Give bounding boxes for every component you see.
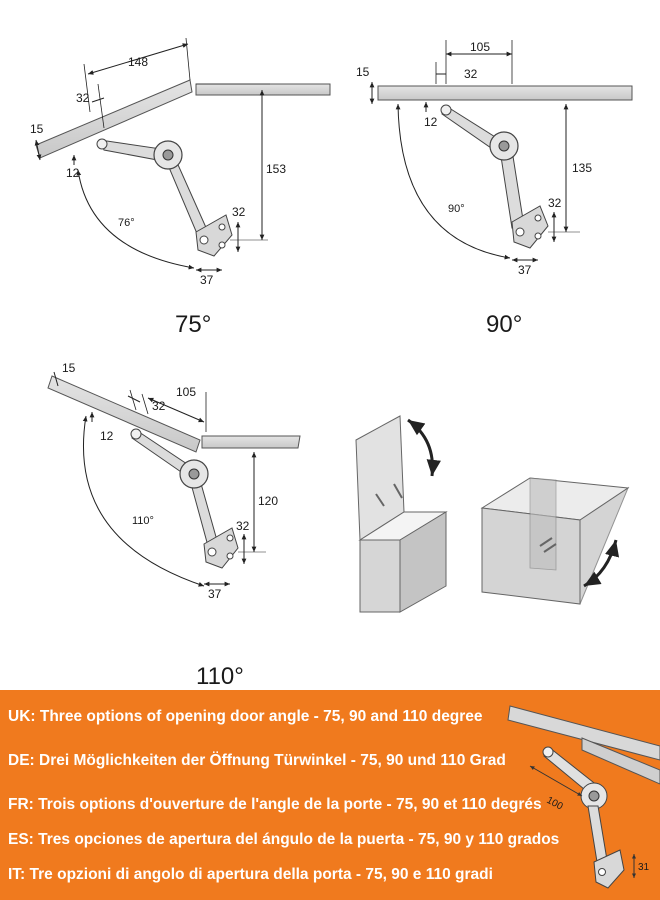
dim-37: 37 — [518, 263, 532, 277]
dim-148: 148 — [128, 55, 148, 69]
caption-110: 110° — [196, 663, 244, 690]
hinge-strut — [189, 479, 219, 547]
dim-12: 12 — [100, 429, 114, 443]
dim-15: 15 — [30, 122, 44, 136]
dim-32-top: 32 — [76, 91, 90, 105]
dim-12: 12 — [424, 115, 438, 129]
dim-15: 15 — [356, 65, 370, 79]
rotate-arrow-icon — [583, 539, 620, 588]
dim-32-bracket: 32 — [236, 519, 250, 533]
cabinet-top — [201, 435, 301, 449]
dim-37: 37 — [208, 587, 222, 601]
dim-32-top: 32 — [464, 67, 478, 81]
banner-line-es: ES: Tres opciones de apertura del ángulo… — [8, 831, 560, 848]
dim-32-bracket: 32 — [232, 205, 246, 219]
dim-105: 105 — [470, 40, 490, 54]
dim-105: 105 — [176, 385, 196, 399]
angle-label: 110° — [132, 515, 154, 527]
box-closed-illustration — [480, 477, 630, 605]
diagram-stage: 148 32 15 12 153 32 37 76° 7 — [30, 37, 633, 690]
dim-12: 12 — [66, 166, 80, 180]
angle-label: 76° — [118, 217, 135, 229]
caption-75: 75° — [175, 311, 211, 338]
dim-135: 135 — [572, 161, 592, 175]
diagram-90: 105 32 15 12 135 32 37 90° 90° — [356, 40, 633, 338]
info-banner: UK: Three options of opening door angle … — [0, 690, 660, 900]
hinge-diagrams: 148 32 15 12 153 32 37 76° 7 — [30, 37, 633, 690]
dim-37: 37 — [200, 273, 214, 287]
dim-15: 15 — [62, 361, 76, 375]
banner-line-uk: UK: Three options of opening door angle … — [8, 708, 483, 725]
banner-line-fr: FR: Trois options d'ouverture de l'angle… — [8, 796, 542, 813]
banner-hinge-inset: 100 31 — [507, 705, 660, 889]
dim-32-bracket: 32 — [548, 196, 562, 210]
diagram-110: 15 32 105 12 120 32 37 110° — [47, 361, 301, 690]
dim-153: 153 — [266, 162, 286, 176]
hinge-strut — [499, 149, 525, 229]
caption-90: 90° — [486, 311, 522, 338]
dim-120: 120 — [258, 494, 278, 508]
banner-line-de: DE: Drei Möglichkeiten der Öffnung Türwi… — [8, 752, 506, 769]
inset-dim-100: 100 — [545, 795, 565, 813]
box-open-illustration — [355, 415, 448, 613]
banner-line-it: IT: Tre opzioni di angolo di apertura de… — [8, 866, 493, 883]
hinge-strut — [164, 157, 209, 237]
rotate-arrow-icon — [407, 418, 441, 477]
inset-dim-31: 31 — [638, 862, 650, 873]
diagram-75: 148 32 15 12 153 32 37 76° 7 — [30, 37, 331, 338]
angle-label: 90° — [448, 203, 465, 215]
cabinet-top — [195, 83, 331, 96]
lid-panel — [377, 85, 633, 101]
